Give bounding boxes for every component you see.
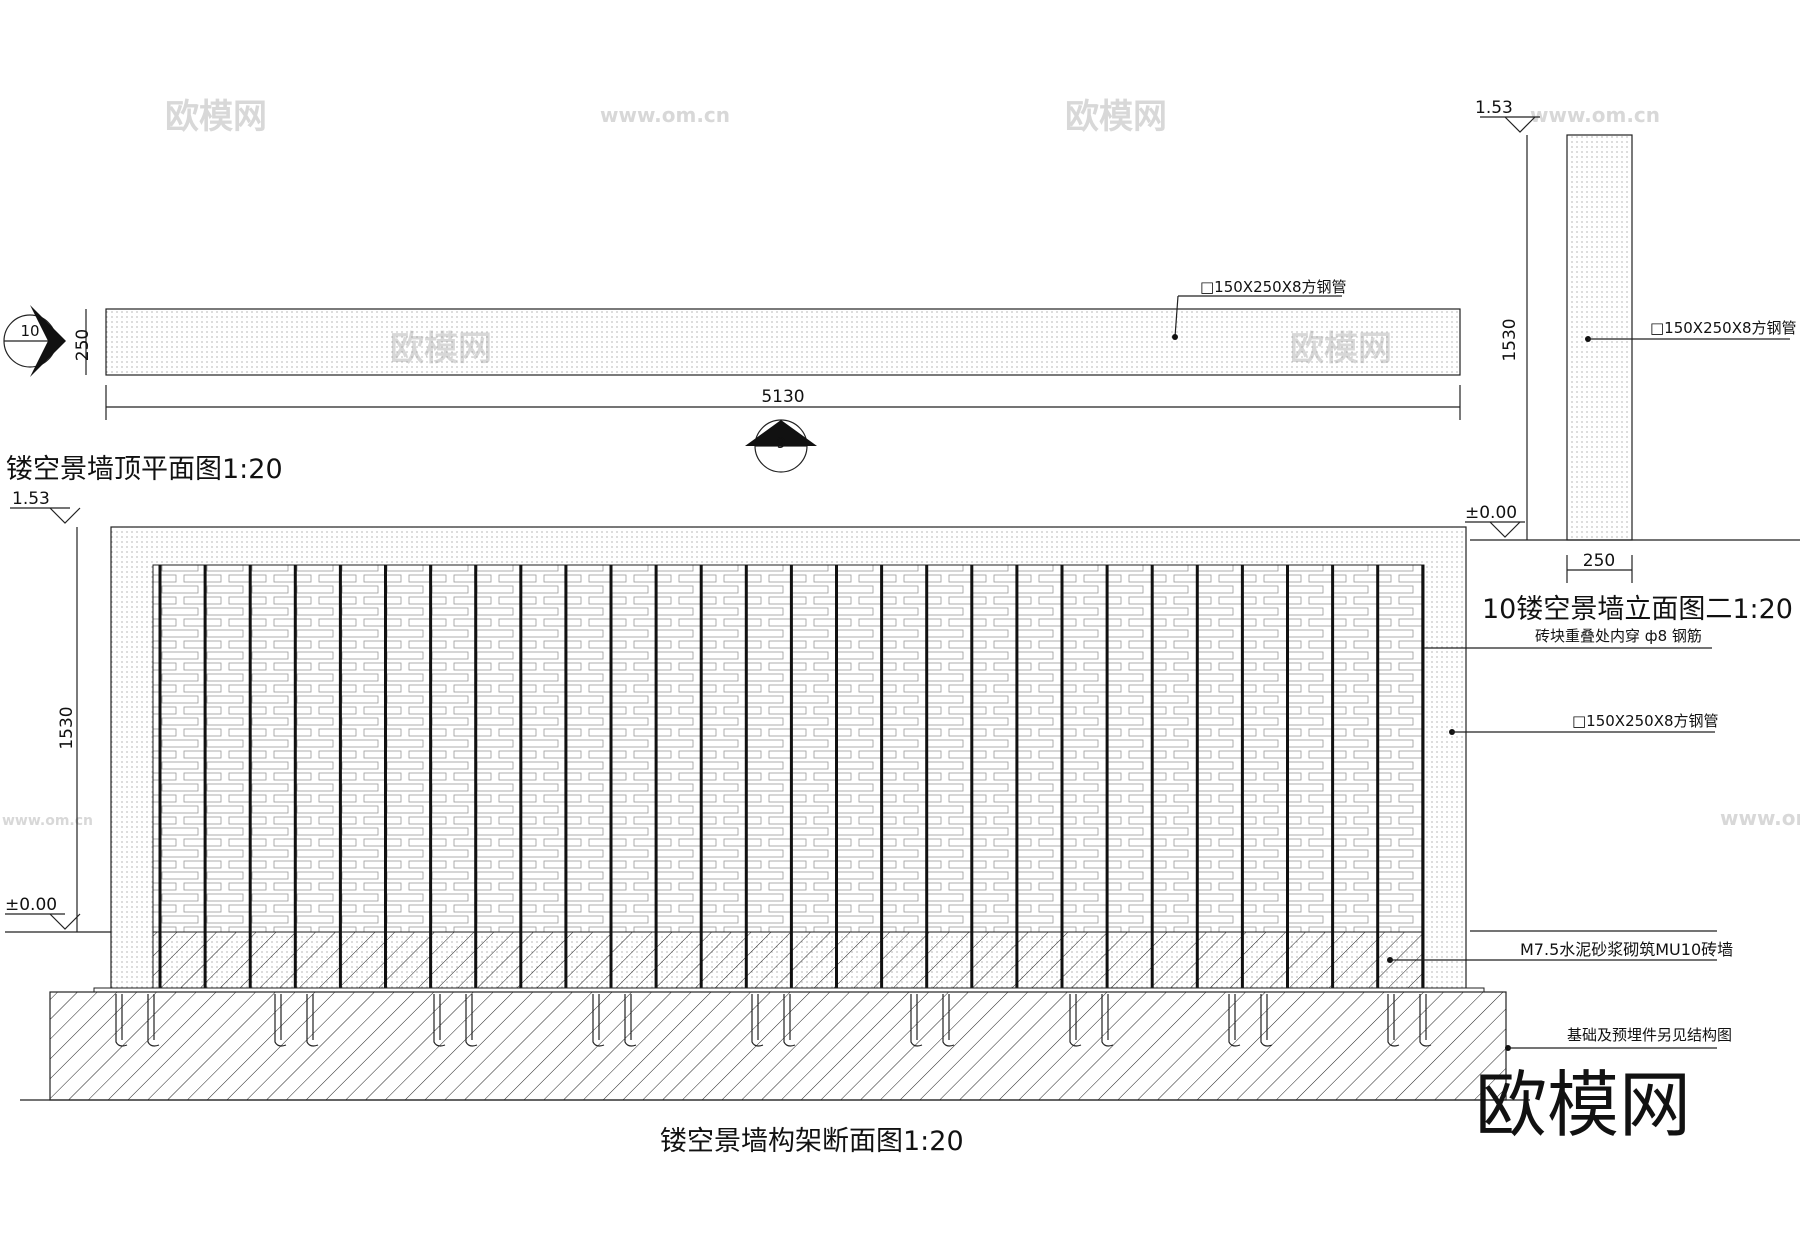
anchor-bolt: [1260, 994, 1273, 1047]
elevation-width-dimension: 250: [1583, 551, 1615, 571]
section-mark-9: 9: [776, 434, 786, 452]
anchor-bolt: [942, 994, 955, 1047]
anchor-bolt: [592, 994, 605, 1047]
anchor-bolt: [433, 994, 446, 1047]
elevation-top-level: 1.53: [1475, 98, 1513, 118]
anchor-bolt: [465, 994, 478, 1047]
brick-wall-label: M7.5水泥砂浆砌筑MU10砖墙: [1520, 940, 1733, 959]
frame-section-view: 1.53 1530 ±0.00 砖块重叠处内穿 ф8 钢筋 □150X250X8…: [5, 489, 1733, 1157]
anchor-bolt: [624, 994, 637, 1047]
section-ground-level: ±0.00: [5, 895, 57, 915]
plan-title: 镂空景墙顶平面图1:20: [6, 454, 283, 485]
elevation-ground-level: ±0.00: [1465, 503, 1517, 523]
elevation-height-dimension: 1530: [1500, 318, 1520, 361]
anchor-bolt: [115, 994, 128, 1047]
top-plan-view: 250 5130 □150X250X8方钢管 10 9 镂空景墙顶平面图1:20: [3, 278, 1461, 485]
anchor-bolt: [910, 994, 923, 1047]
anchor-bolt: [1069, 994, 1082, 1047]
plan-width-dimension: 250: [73, 329, 93, 361]
rebar-label: 砖块重叠处内穿 ф8 钢筋: [1535, 627, 1702, 645]
anchor-bolt: [274, 994, 287, 1047]
svg-text:欧模网: 欧模网: [1065, 97, 1167, 137]
svg-text:www.om.cn: www.om.cn: [2, 813, 93, 829]
svg-text:www.om.cn: www.om.cn: [1720, 806, 1800, 830]
brand-watermark-logo: 欧模网: [1475, 1063, 1691, 1147]
foundation-label: 基础及预埋件另见结构图: [1567, 1026, 1732, 1044]
svg-text:www.om.cn: www.om.cn: [600, 103, 730, 127]
elevation-two-view: 1.53 1530 ±0.00 250 □150X250X8方钢管 10镂空景墙…: [1465, 98, 1800, 625]
anchor-bolt: [1387, 994, 1400, 1047]
plan-pipe-label: □150X250X8方钢管: [1200, 278, 1347, 296]
section-title: 镂空景墙构架断面图1:20: [660, 1126, 964, 1157]
anchor-bolt: [1228, 994, 1241, 1047]
section-height-dimension: 1530: [57, 706, 77, 749]
elevation-pipe-label: □150X250X8方钢管: [1650, 319, 1797, 337]
anchor-bolt: [147, 994, 160, 1047]
elevation-title: 10镂空景墙立面图二1:20: [1482, 594, 1793, 625]
anchor-bolts: [115, 994, 1432, 1047]
svg-text:欧模网: 欧模网: [165, 97, 267, 137]
section-mark-10: 10: [20, 322, 39, 340]
anchor-bolt: [783, 994, 796, 1047]
section-top-level: 1.53: [12, 489, 50, 509]
rebar-lines: [158, 565, 1425, 990]
svg-text:www.om.cn: www.om.cn: [1530, 103, 1660, 127]
anchor-bolt: [1101, 994, 1114, 1047]
section-pipe-label: □150X250X8方钢管: [1572, 712, 1719, 730]
anchor-bolt: [751, 994, 764, 1047]
anchor-bolt: [306, 994, 319, 1047]
plan-length-dimension: 5130: [761, 387, 804, 407]
anchor-bolt: [1419, 994, 1432, 1047]
